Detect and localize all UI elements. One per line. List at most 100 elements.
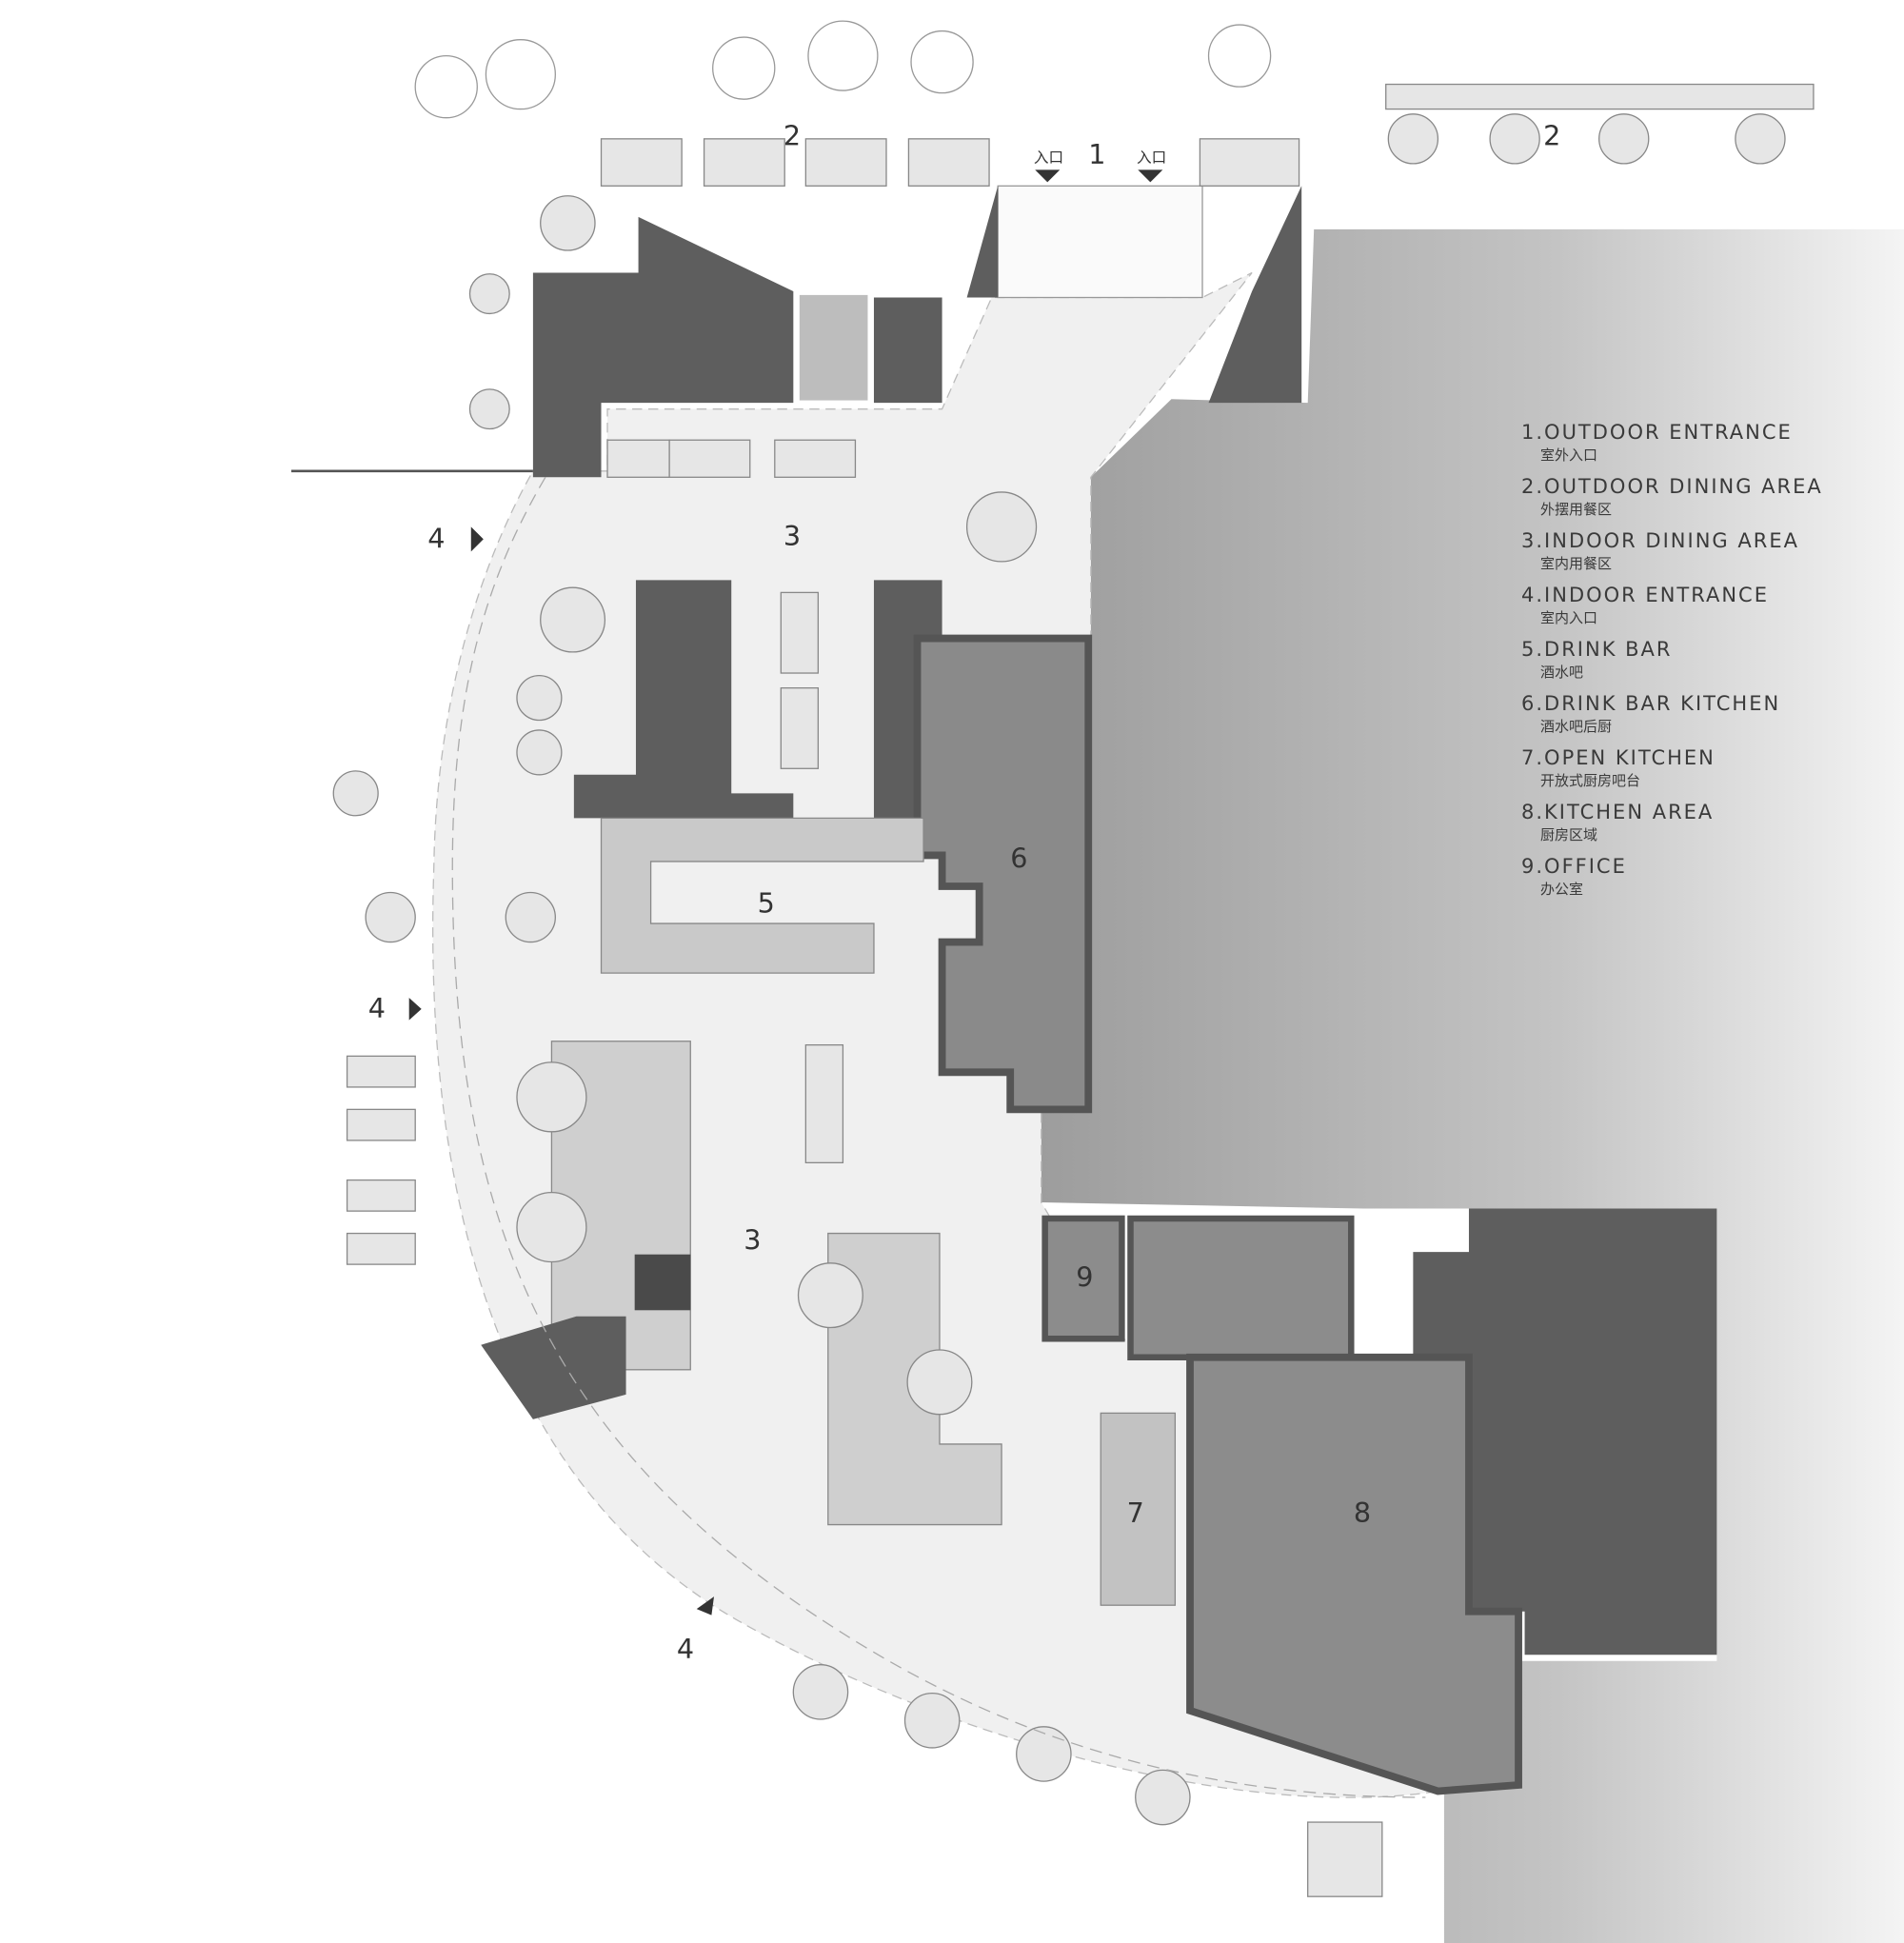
entrance-tag: 入口: [1034, 149, 1063, 167]
legend-en: 5.DRINK BAR: [1521, 638, 1673, 661]
planter-top: [799, 294, 868, 401]
wall-block-top-left: [532, 216, 942, 478]
outdoor-tables-curve: [332, 770, 1383, 1897]
table: [774, 439, 857, 478]
table: [1307, 1821, 1383, 1897]
legend-zh: 室内入口: [1540, 609, 1598, 626]
round-table: [792, 1664, 849, 1720]
table: [907, 138, 990, 187]
table: [668, 439, 751, 478]
label-4: 4: [368, 992, 386, 1024]
tree: [712, 36, 776, 100]
trees: [414, 20, 1272, 119]
table: [780, 591, 820, 674]
table: [804, 138, 887, 187]
round-table: [1489, 113, 1540, 165]
label-7: 7: [1127, 1497, 1144, 1529]
round-table: [332, 770, 379, 817]
round-table: [540, 195, 596, 251]
round-table: [468, 388, 510, 430]
legend-item: 8.KITCHEN AREA 厨房区域: [1521, 799, 1823, 844]
drink-bar-counter: [600, 817, 924, 974]
legend-item: 9.OFFICE 办公室: [1521, 853, 1823, 899]
legend-en: 9.OFFICE: [1521, 855, 1627, 878]
table: [346, 1108, 416, 1141]
entrance-arrow-icon: [1138, 169, 1163, 183]
planter-box: [1385, 83, 1815, 110]
tree: [910, 30, 974, 94]
indoor-tables: [505, 439, 1038, 1416]
legend-zh: 办公室: [1540, 881, 1584, 898]
label-5: 5: [758, 886, 775, 919]
label-3: 3: [783, 520, 801, 552]
label-2: 2: [1543, 119, 1560, 151]
round-table: [1135, 1769, 1191, 1826]
outdoor-tables-top: [468, 83, 1815, 430]
round-table: [468, 273, 510, 315]
wall-block-entrance-right: [1208, 186, 1302, 404]
room-kitchen-support: [1127, 1215, 1355, 1361]
round-table: [516, 1191, 587, 1263]
legend-en: 3.INDOOR DINING AREA: [1521, 529, 1799, 552]
wall-block-center-left: [573, 580, 794, 819]
wall-block-lower-left: [481, 1316, 626, 1419]
table: [1199, 138, 1300, 187]
round-table: [365, 891, 416, 943]
table: [703, 138, 785, 187]
legend-zh: 室外入口: [1540, 446, 1598, 464]
round-table: [1387, 113, 1439, 165]
label-3: 3: [744, 1223, 761, 1256]
table: [780, 687, 820, 769]
round-table: [903, 1692, 961, 1749]
room-office: [1041, 1215, 1125, 1342]
entrance-arrow-icon: [1035, 169, 1061, 183]
table: [606, 439, 670, 478]
legend-zh: 开放式厨房吧台: [1540, 772, 1641, 789]
label-1: 1: [1088, 138, 1105, 170]
table: [346, 1232, 416, 1265]
round-table: [540, 586, 606, 653]
entrance-arrow-icon: [696, 1596, 714, 1616]
adjacent-building: [1041, 228, 1904, 1943]
legend-zh: 外摆用餐区: [1540, 501, 1613, 518]
legend-item: 7.OPEN KITCHEN 开放式厨房吧台: [1521, 744, 1823, 790]
tree: [807, 20, 879, 91]
wall-block-entrance-left: [966, 186, 999, 298]
room-kitchen-area: [1186, 1353, 1522, 1795]
legend-en: 1.OUTDOOR ENTRANCE: [1521, 421, 1793, 444]
label-8: 8: [1354, 1497, 1371, 1529]
dark-kitchen-zone: [1413, 1208, 1717, 1656]
walkway-curve: [451, 476, 1426, 1798]
legend-item: 6.DRINK BAR KITCHEN 酒水吧后厨: [1521, 690, 1823, 736]
label-4: 4: [427, 523, 445, 555]
table: [346, 1055, 416, 1088]
label-9: 9: [1076, 1261, 1093, 1294]
legend-en: 6.DRINK BAR KITCHEN: [1521, 692, 1781, 715]
round-table: [797, 1262, 863, 1329]
table: [804, 1044, 844, 1164]
legend-en: 2.OUTDOOR DINING AREA: [1521, 475, 1823, 498]
tree: [485, 39, 556, 110]
entrance-arrow-icon: [408, 998, 422, 1021]
legend: 1.OUTDOOR ENTRANCE 室外入口 2.OUTDOOR DINING …: [1521, 419, 1823, 907]
round-table: [965, 491, 1038, 563]
label-6: 6: [1010, 842, 1027, 874]
round-table: [1598, 113, 1650, 165]
legend-zh: 酒水吧后厨: [1540, 718, 1613, 735]
table: [346, 1179, 416, 1212]
legend-item: 1.OUTDOOR ENTRANCE 室外入口: [1521, 419, 1823, 465]
legend-zh: 厨房区域: [1540, 826, 1598, 843]
legend-en: 7.OPEN KITCHEN: [1521, 746, 1716, 769]
entrance-arrow-icon: [470, 526, 484, 552]
round-table: [906, 1349, 973, 1416]
entrance-tag: 入口: [1137, 149, 1166, 167]
legend-item: 2.OUTDOOR DINING AREA 外摆用餐区: [1521, 473, 1823, 519]
legend-en: 8.KITCHEN AREA: [1521, 801, 1715, 823]
room-drink-bar-kitchen: [913, 634, 1093, 1114]
column-lower: [634, 1254, 691, 1311]
